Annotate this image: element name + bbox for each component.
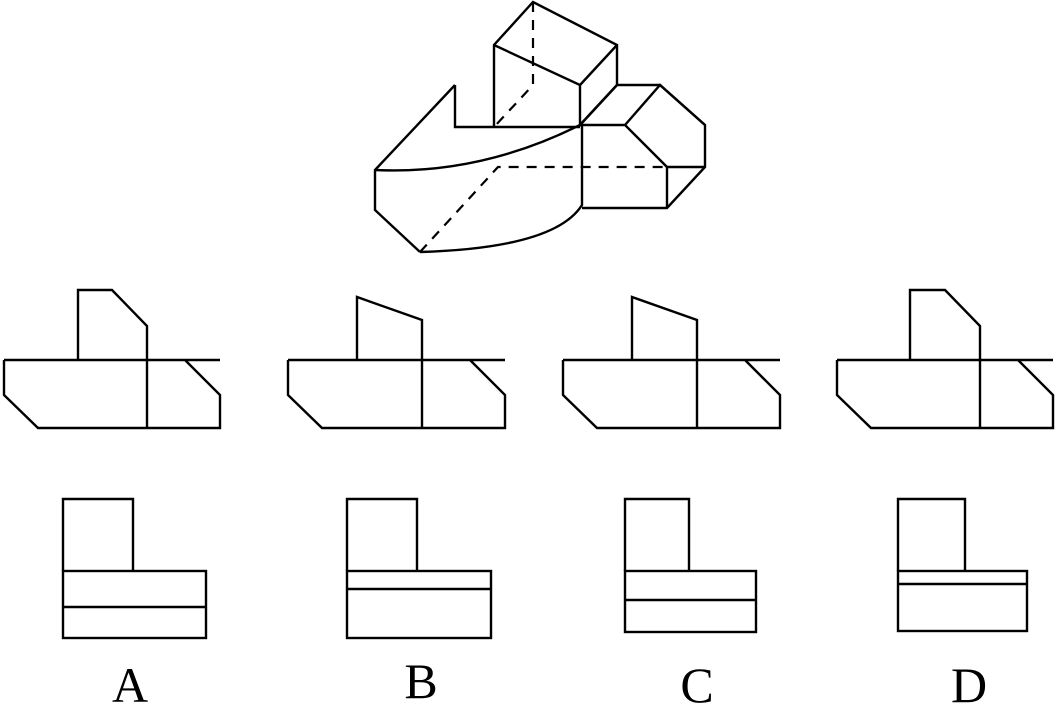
- front-view-d: [835, 288, 1055, 430]
- option-label-c: C: [680, 657, 713, 713]
- isometric-solid: [373, 0, 707, 254]
- option-label-a: A: [112, 657, 148, 713]
- front-view-a: [2, 288, 222, 430]
- front-view-b: [286, 295, 507, 430]
- top-view-c: [623, 497, 758, 634]
- top-view-d: [896, 497, 1029, 633]
- front-view-c: [561, 295, 782, 430]
- top-view-b: [345, 497, 493, 640]
- option-label-d: D: [951, 657, 987, 713]
- option-label-b: B: [404, 653, 437, 709]
- top-view-a: [61, 497, 208, 640]
